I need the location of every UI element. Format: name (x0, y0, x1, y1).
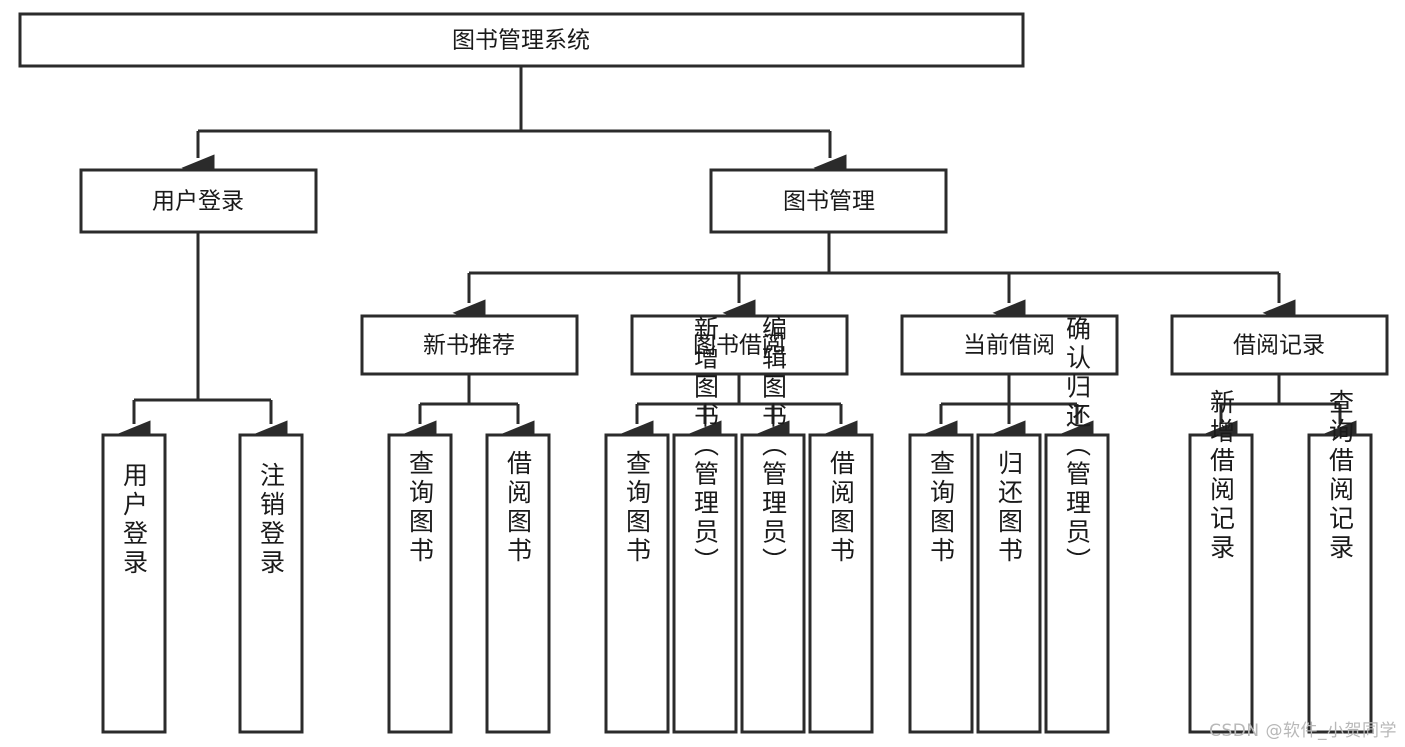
node-leaf-user-logout-box[interactable] (238, 433, 304, 734)
node-root[interactable]: 图书管理系统 (18, 12, 1025, 68)
node-root-label: 图书管理系统 (452, 28, 590, 54)
node-leaf-query-record[interactable]: 查询借阅记录 (1307, 389, 1373, 734)
node-leaf-borrow-book-1[interactable]: 借阅图书 (485, 433, 551, 734)
node-book-manage[interactable]: 图书管理 (709, 168, 948, 234)
node-leaf-query-book-3-box[interactable] (908, 433, 974, 734)
node-leaf-query-book-1-label: 查询图书 (406, 450, 435, 566)
node-leaf-add-book-box[interactable] (672, 433, 738, 734)
node-leaf-add-book[interactable]: 新增图书（管理员） (672, 316, 738, 734)
node-leaf-user-login-label: 用户登录 (120, 462, 149, 578)
edge-group-book-manage (452, 232, 1296, 327)
node-leaf-query-book-2[interactable]: 查询图书 (604, 433, 670, 734)
node-leaf-query-book-2-label: 查询图书 (623, 450, 652, 566)
node-leaf-borrow-book-2-label: 借阅图书 (827, 450, 856, 566)
node-new-book-recommend-box[interactable] (360, 314, 579, 376)
node-leaf-confirm-return-box[interactable] (1044, 433, 1110, 734)
node-leaf-query-book-3-label: 查询图书 (927, 450, 956, 566)
node-new-book-recommend-label: 新书推荐 (423, 333, 515, 359)
node-current-borrow-box[interactable] (900, 314, 1119, 376)
node-user-login[interactable]: 用户登录 (79, 168, 318, 234)
node-leaf-user-login[interactable]: 用户登录 (101, 433, 167, 734)
node-root-box[interactable] (18, 12, 1025, 68)
node-new-book-recommend[interactable]: 新书推荐 (360, 314, 579, 376)
node-user-login-label: 用户登录 (152, 189, 244, 215)
node-leaf-query-book-2-box[interactable] (604, 433, 670, 734)
node-leaf-user-logout-label: 注销登录 (257, 462, 286, 578)
node-leaf-add-book-label: 新增图书（管理员） (691, 316, 720, 577)
edge-group-root (181, 66, 847, 182)
watermark-text: CSDN @软件_小贺同学 (1209, 721, 1397, 741)
node-borrow-record-label: 借阅记录 (1233, 333, 1325, 359)
node-leaf-confirm-return-label: 确认归还（管理员） (1063, 316, 1092, 577)
node-leaf-edit-book[interactable]: 编辑图书（管理员） (740, 316, 806, 734)
node-leaf-borrow-book-2[interactable]: 借阅图书 (808, 433, 874, 734)
edge-group-current-borrow (924, 374, 1094, 448)
node-leaf-add-record-label: 新增借阅记录 (1207, 389, 1236, 563)
node-borrow-record-box[interactable] (1170, 314, 1389, 376)
node-book-manage-box[interactable] (709, 168, 948, 234)
node-borrow-record[interactable]: 借阅记录 (1170, 314, 1389, 376)
node-current-borrow-label: 当前借阅 (963, 333, 1055, 359)
edge-group-new-book-recommend (403, 374, 535, 448)
node-leaf-add-record-box[interactable] (1188, 433, 1254, 734)
node-leaf-return-book-box[interactable] (976, 433, 1042, 734)
node-book-manage-label: 图书管理 (783, 189, 875, 215)
node-leaf-user-logout[interactable]: 注销登录 (238, 433, 304, 734)
node-leaf-query-record-box[interactable] (1307, 433, 1373, 734)
edge-group-borrow-record (1204, 374, 1357, 448)
node-current-borrow[interactable]: 当前借阅 (900, 314, 1119, 376)
node-leaf-edit-book-box[interactable] (740, 433, 806, 734)
node-leaf-return-book[interactable]: 归还图书 (976, 433, 1042, 734)
node-leaf-query-book-1-box[interactable] (387, 433, 453, 734)
node-leaf-query-book-1[interactable]: 查询图书 (387, 433, 453, 734)
node-leaf-return-book-label: 归还图书 (995, 450, 1024, 566)
node-leaf-borrow-book-1-label: 借阅图书 (504, 450, 533, 566)
node-book-borrow-label: 图书借阅 (693, 333, 785, 359)
node-leaf-add-record[interactable]: 新增借阅记录 (1188, 389, 1254, 734)
node-leaf-confirm-return[interactable]: 确认归还（管理员） (1044, 316, 1110, 734)
node-book-borrow-box[interactable] (630, 314, 849, 376)
node-book-borrow[interactable]: 图书借阅 (630, 314, 849, 376)
node-leaf-query-book-3[interactable]: 查询图书 (908, 433, 974, 734)
node-leaf-borrow-book-1-box[interactable] (485, 433, 551, 734)
node-leaf-query-record-label: 查询借阅记录 (1326, 389, 1355, 563)
node-leaf-edit-book-label: 编辑图书（管理员） (759, 316, 788, 577)
edge-group-user-login (117, 232, 288, 448)
node-leaf-borrow-book-2-box[interactable] (808, 433, 874, 734)
node-user-login-box[interactable] (79, 168, 318, 234)
edge-group-book-borrow (620, 374, 858, 448)
node-leaf-user-login-box[interactable] (101, 433, 167, 734)
